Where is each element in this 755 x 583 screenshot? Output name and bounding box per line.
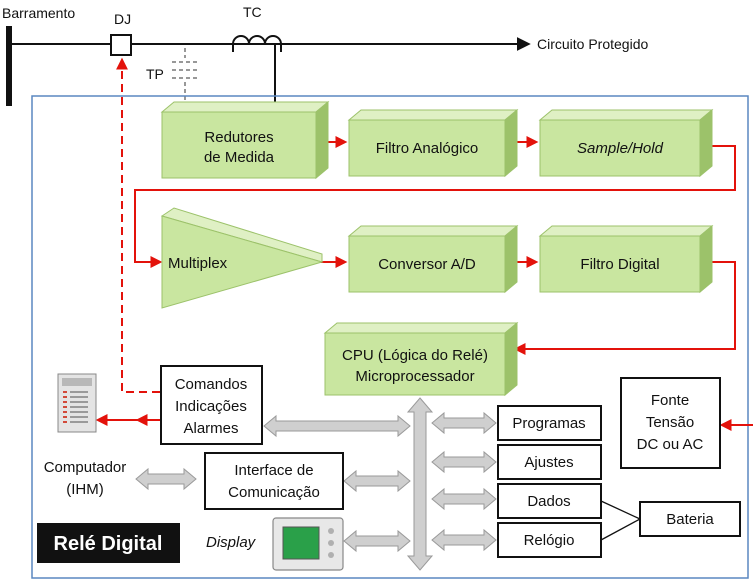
box-commands: Comandos Indicações Alarmes <box>160 365 263 445</box>
analog-filter-label: Filtro Analógico <box>376 140 479 157</box>
bus-commands <box>263 414 411 438</box>
box-data: Dados <box>497 483 602 519</box>
comm-interface-label-2: Comunicação <box>228 484 320 501</box>
reducers-label-1: Redutores <box>204 129 273 146</box>
busbar-label: Barramento <box>2 5 75 21</box>
bus-data <box>431 487 497 511</box>
settings-label: Ajustes <box>524 454 573 471</box>
breaker-label: DJ <box>114 11 131 27</box>
power-label-1: Fonte <box>651 392 689 409</box>
busbar-bar <box>6 26 12 106</box>
display-device-image <box>272 517 344 571</box>
signal-flow <box>95 136 753 431</box>
computer-label-1: Computador <box>44 459 127 476</box>
box-power-supply: Fonte Tensão DC ou AC <box>620 377 721 469</box>
vt-label: TP <box>146 66 164 82</box>
battery-label: Bateria <box>666 511 714 528</box>
display-label: Display <box>206 534 257 551</box>
bus-vertical <box>406 397 434 571</box>
reducers-label-2: de Medida <box>204 149 275 166</box>
vt-symbol <box>172 48 198 106</box>
data-label: Dados <box>527 493 570 510</box>
power-label-2: Tensão <box>646 414 694 431</box>
commands-label-1: Comandos <box>175 376 248 393</box>
comm-interface-label-1: Interface de <box>234 462 313 479</box>
box-battery: Bateria <box>639 501 741 537</box>
power-system: Barramento Circuito Protegido DJ TC TP <box>2 4 648 112</box>
block-analog-filter: Filtro Analógico <box>347 108 519 178</box>
box-comm-interface: Interface de Comunicação <box>204 452 344 510</box>
box-programs: Programas <box>497 405 602 441</box>
relay-panel <box>31 95 749 579</box>
title-label: Relé Digital <box>54 533 163 555</box>
block-adc: Conversor A/D <box>347 224 519 294</box>
bus-arrows <box>135 397 497 571</box>
ct-label: TC <box>243 4 262 20</box>
sample-hold-label: Sample/Hold <box>577 140 664 157</box>
programs-label: Programas <box>512 415 585 432</box>
block-multiplex: Multiplex <box>160 207 324 309</box>
breaker-box <box>110 34 132 56</box>
commands-label-2: Indicações <box>175 398 247 415</box>
power-label-3: DC ou AC <box>637 436 704 453</box>
cpu-label-2: Microprocessador <box>355 368 474 385</box>
trip-path-dashed <box>116 57 160 393</box>
block-sample-hold: Sample/Hold <box>538 108 714 178</box>
commands-label-3: Alarmes <box>183 420 238 437</box>
ct-coil <box>232 35 282 45</box>
title-badge <box>37 523 180 563</box>
cpu-label-1: CPU (Lógica do Relé) <box>342 347 488 364</box>
adc-label: Conversor A/D <box>378 256 476 273</box>
bus-clock <box>431 528 497 552</box>
bus-programs <box>431 411 497 435</box>
battery-connectors <box>600 500 641 541</box>
block-digital-filter: Filtro Digital <box>538 224 714 294</box>
indicator-panel-image <box>57 373 97 433</box>
box-clock: Relógio <box>497 522 602 558</box>
bus-computer <box>135 467 197 491</box>
block-cpu: CPU (Lógica do Relé) Microprocessador <box>323 321 519 397</box>
multiplex-label: Multiplex <box>168 255 228 272</box>
computer-label-2: (IHM) <box>66 481 104 498</box>
protected-circuit-label: Circuito Protegido <box>537 36 648 52</box>
clock-label: Relógio <box>524 532 575 549</box>
digital-filter-label: Filtro Digital <box>580 256 659 273</box>
box-settings: Ajustes <box>497 444 602 480</box>
bus-interface <box>343 469 411 493</box>
bus-display <box>343 529 411 553</box>
block-reducers: Redutores de Medida <box>160 100 330 180</box>
bus-settings <box>431 450 497 474</box>
